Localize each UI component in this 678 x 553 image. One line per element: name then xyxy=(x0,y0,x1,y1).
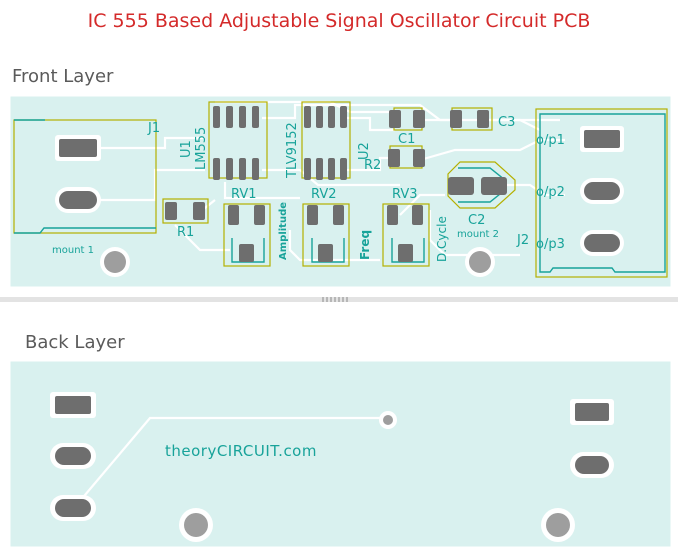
c2-pad-b xyxy=(481,177,507,195)
j2-pad-3 xyxy=(584,234,620,252)
back-board: theoryCIRCUIT.com xyxy=(7,358,674,550)
back-j2-pads xyxy=(570,399,614,478)
front-layer-label: Front Layer xyxy=(12,66,114,87)
rv1-outline xyxy=(223,203,271,267)
r2-ref: R2 xyxy=(364,158,381,173)
output-2-label: o/p2 xyxy=(536,185,565,200)
rv1-ref: RV1 xyxy=(231,187,257,202)
rv2-ref: RV2 xyxy=(311,187,337,202)
dcycle-label: D.Cycle xyxy=(435,216,449,262)
u1-ref: U1 xyxy=(179,140,194,158)
c3-pad-a xyxy=(450,110,462,128)
c1-pad-b xyxy=(413,110,425,128)
r2-pad-a xyxy=(388,149,400,167)
trimmer-pads xyxy=(228,205,423,262)
c3-pad-b xyxy=(477,110,489,128)
c1-ref: C1 xyxy=(398,132,415,147)
back-traces xyxy=(73,416,388,509)
back-mount-holes xyxy=(179,508,575,542)
j1-ref: J1 xyxy=(147,121,160,136)
mount-1-label: mount 1 xyxy=(52,245,94,256)
r1-outline xyxy=(162,198,209,224)
r1-ref: R1 xyxy=(177,225,194,240)
j2-pad-2 xyxy=(584,182,620,200)
j1-outline xyxy=(13,119,157,234)
j1-connector xyxy=(55,135,101,213)
j2-outline xyxy=(535,108,668,278)
u1-outline xyxy=(208,101,268,179)
freq-label: Freq xyxy=(358,230,372,260)
smd-pads xyxy=(165,110,507,220)
brand-watermark: theoryCIRCUIT.com xyxy=(165,442,317,460)
rv3-outline xyxy=(382,203,430,267)
c2-pad-a xyxy=(448,177,474,195)
j2-pad-1 xyxy=(584,130,620,148)
u2-ref: U2 xyxy=(357,142,372,160)
u1-ic xyxy=(213,106,259,180)
r2-pad-b xyxy=(413,149,425,167)
lm555-label: LM555 xyxy=(194,127,209,170)
amplitude-label: Amplitude xyxy=(278,202,289,260)
mount-2-hole xyxy=(469,251,491,273)
r1-pad-b xyxy=(193,202,205,220)
front-mount-holes xyxy=(100,247,495,277)
rv3-ref: RV3 xyxy=(392,187,418,202)
u2-ic xyxy=(304,106,347,180)
c3-ref: C3 xyxy=(498,115,515,130)
j1-pad-1 xyxy=(59,139,97,157)
j1-pad-2 xyxy=(59,191,97,209)
c2-ref: C2 xyxy=(468,213,485,228)
c1-pad-a xyxy=(389,110,401,128)
rv2-outline xyxy=(302,203,350,267)
u2-outline xyxy=(301,101,351,179)
back-via xyxy=(383,415,393,425)
mount-1-hole xyxy=(104,251,126,273)
tlv9152-label: TLV9152 xyxy=(285,122,300,179)
divider-grip xyxy=(322,297,350,302)
back-j1-pads xyxy=(50,392,96,521)
page-title: IC 555 Based Adjustable Signal Oscillato… xyxy=(87,10,591,32)
r1-pad-a xyxy=(165,202,177,220)
j2-connector xyxy=(580,126,624,256)
back-layer-label: Back Layer xyxy=(25,332,125,353)
mount-2-label: mount 2 xyxy=(457,229,499,240)
front-board: J1 U1 LM555 TLV9152 U2 C1 C3 R2 R1 RV1 R… xyxy=(7,93,674,290)
output-3-label: o/p3 xyxy=(536,237,565,252)
output-1-label: o/p1 xyxy=(536,133,565,148)
j2-ref: J2 xyxy=(516,233,529,248)
